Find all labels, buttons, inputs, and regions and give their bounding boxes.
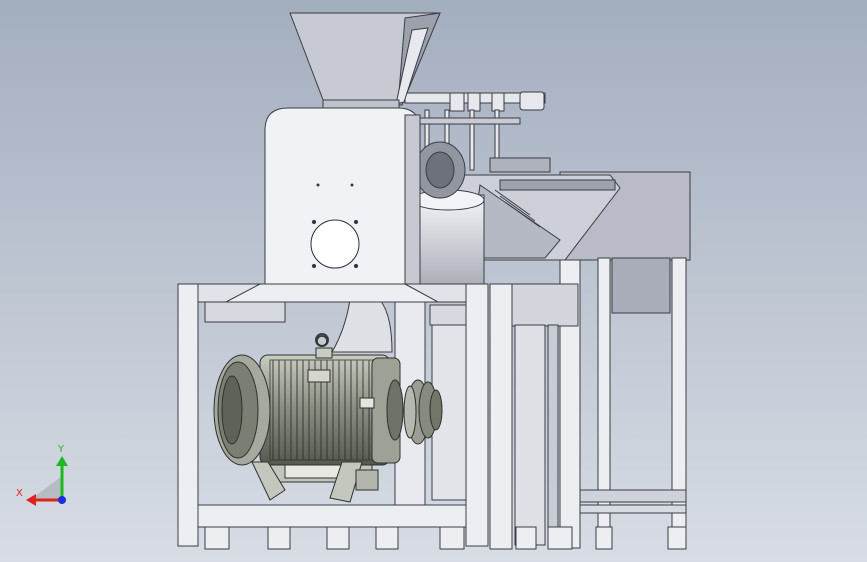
y-axis-label: Y [57,444,65,455]
x-axis-label: X [16,488,23,499]
x-axis-arrow-icon [26,494,36,506]
main-housing[interactable] [264,107,421,286]
electric-motor[interactable] [213,335,404,503]
drive-pulleys[interactable] [403,379,443,445]
y-axis-arrow-icon [56,456,68,466]
blower-pipe[interactable] [315,299,393,353]
z-axis-dot-icon [58,496,66,504]
orientation-triad[interactable]: Y X [16,444,68,506]
cooling-pipes[interactable] [404,91,551,173]
feed-hopper[interactable] [289,12,441,109]
base-frame[interactable] [177,283,687,550]
cutter-hood[interactable] [444,174,621,549]
